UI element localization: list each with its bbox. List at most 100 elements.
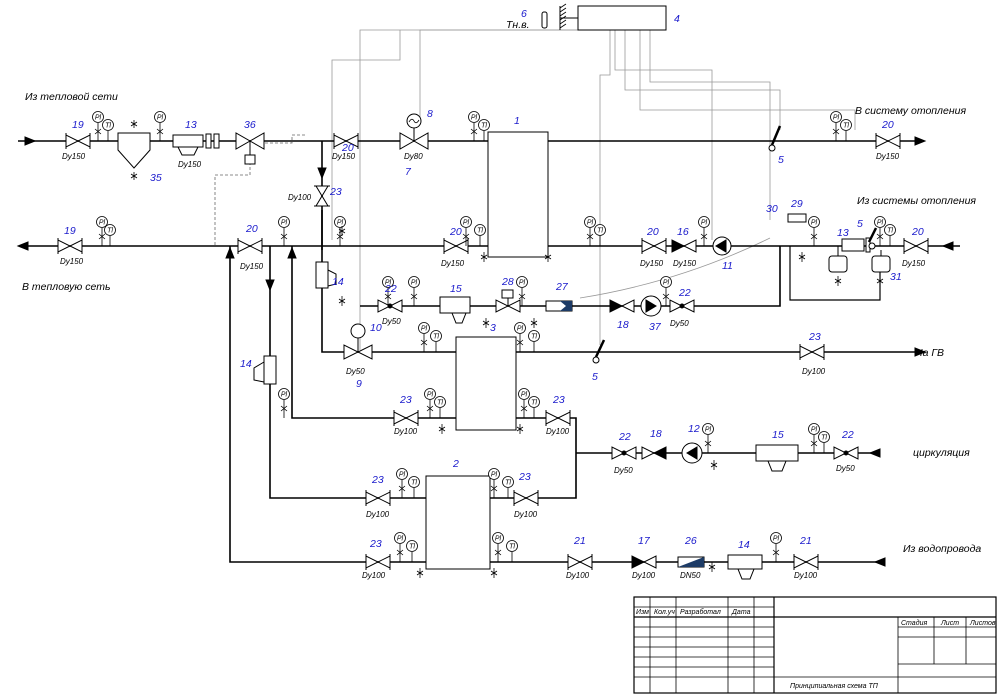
temperature-gauge-label: Tl <box>505 480 511 487</box>
drain-valve <box>438 424 446 434</box>
dy-22a: Dy50 <box>382 317 401 326</box>
label-from-heating-system: Из системы отопления <box>857 195 976 207</box>
dy-20a: Dy150 <box>332 152 356 161</box>
pressure-gauge-label: Pl <box>517 326 524 333</box>
pressure-gauge-label: Pl <box>663 280 670 287</box>
tb-razr: Разработал <box>680 608 721 616</box>
dy-16: Dy150 <box>673 259 697 268</box>
num-9: 9 <box>356 378 362 390</box>
temperature-gauge: Tl <box>430 330 442 352</box>
outdoor-sensor <box>541 11 548 29</box>
num-23b: 23 <box>808 331 821 343</box>
dy-21a: Dy100 <box>566 571 590 580</box>
valve-22-row306 <box>377 299 403 313</box>
num-22c: 22 <box>618 431 631 443</box>
dy-19a: Dy150 <box>62 152 86 161</box>
temperature-gauge-label: Tl <box>531 400 537 407</box>
pressure-gauge: Pl <box>516 276 528 306</box>
title-block: Изм Кол.уч Разработал Дата Стадия Лист Л… <box>633 596 997 694</box>
num-8: 8 <box>427 108 433 120</box>
drain-valve <box>544 252 552 262</box>
tb-data: Дата <box>731 609 751 616</box>
num-20a: 20 <box>341 142 354 154</box>
num-13a: 13 <box>185 119 197 131</box>
pressure-gauge: Pl <box>808 216 820 246</box>
regulator-36 <box>235 132 265 165</box>
temperature-gauge: Tl <box>478 119 490 141</box>
strainer-13-top <box>172 133 220 156</box>
pressure-gauge-label: Pl <box>495 536 502 543</box>
position-numbers: 1 2 3 4 5 5 5 6 7 8 9 10 11 12 13 13 14 … <box>64 8 924 551</box>
num-31: 31 <box>890 271 902 283</box>
valve-21-left <box>567 554 593 570</box>
valve-20-top-right <box>875 133 901 149</box>
dy-23a: Dy100 <box>288 193 312 202</box>
num-28: 28 <box>501 276 514 288</box>
temperature-gauge-label: Tl <box>509 544 515 551</box>
temperature-gauge: Tl <box>502 476 514 498</box>
temperature-gauge: Tl <box>408 476 420 498</box>
pressure-gauge: Pl <box>460 216 472 246</box>
temperature-gauge-label: Tl <box>409 544 415 551</box>
temperature-gauge: Tl <box>434 396 446 418</box>
num-20f: 20 <box>911 226 924 238</box>
num-5b: 5 <box>592 371 598 383</box>
pressure-gauge-label: Pl <box>471 115 478 122</box>
tb-list: Лист <box>940 620 959 627</box>
pressure-gauge-label: Pl <box>399 472 406 479</box>
dy-13: Dy150 <box>178 160 202 169</box>
pressure-gauge-label: Pl <box>385 280 392 287</box>
pressure-gauge-label: Pl <box>411 280 418 287</box>
num-17: 17 <box>638 535 651 547</box>
temperature-gauge: Tl <box>528 330 540 352</box>
pressure-gauge-label: Pl <box>281 220 288 227</box>
pressure-gauge: Pl <box>518 388 530 418</box>
label-from-heat-network: Из тепловой сети <box>25 91 118 103</box>
temperature-gauge-label: Tl <box>433 334 439 341</box>
strainer-15-row306 <box>439 296 471 324</box>
heat-exchanger-3 <box>455 336 517 431</box>
valve-19-inlet <box>65 133 91 149</box>
dy-22b: Dy50 <box>670 319 689 328</box>
dy-23b: Dy100 <box>802 367 826 376</box>
drain-valve <box>798 252 806 262</box>
valve-19-outlet <box>57 238 83 254</box>
valve-22-circ-right <box>833 446 859 460</box>
temperature-gauge-label: Tl <box>843 123 849 130</box>
dy-17: Dy100 <box>632 571 656 580</box>
dy-20c: Dy150 <box>441 259 465 268</box>
strainer-13-right <box>828 237 891 273</box>
valve-23-row498b <box>513 490 539 506</box>
pressure-gauge-label: Pl <box>95 115 102 122</box>
temperature-gauge: Tl <box>506 540 518 562</box>
label-to-hot-water: На ГВ <box>915 347 944 359</box>
dy-20f: Dy150 <box>902 259 926 268</box>
pressure-gauge: Pl <box>394 532 406 562</box>
pressure-gauge-label: Pl <box>421 326 428 333</box>
num-36: 36 <box>244 119 256 131</box>
pressure-gauge: Pl <box>278 388 290 418</box>
temperature-gauge-label: Tl <box>597 228 603 235</box>
pressure-gauge: Pl <box>584 216 596 246</box>
valve-23-row562 <box>365 554 391 570</box>
pressure-gauge-label: Pl <box>157 115 164 122</box>
num-20d: 20 <box>646 226 659 238</box>
tb-listov: Листов <box>969 620 996 627</box>
drain-valve <box>338 226 346 236</box>
temperature-gauge-label: Tl <box>105 123 111 130</box>
num-15b: 15 <box>772 429 784 441</box>
num-7: 7 <box>405 166 412 178</box>
valve-22-circ-left <box>611 446 637 460</box>
drain-valve <box>876 276 884 286</box>
valve-20-right <box>903 238 929 254</box>
label-outdoor-temp: Тн.в. <box>506 19 530 31</box>
num-27: 27 <box>555 281 569 293</box>
num-5a: 5 <box>778 154 784 166</box>
pressure-gauge-label: Pl <box>519 280 526 287</box>
flow-arrows <box>16 136 954 567</box>
num-16: 16 <box>677 226 689 238</box>
num-14b: 14 <box>240 358 252 370</box>
num-4: 4 <box>674 13 680 25</box>
pressure-gauge-label: Pl <box>811 427 818 434</box>
